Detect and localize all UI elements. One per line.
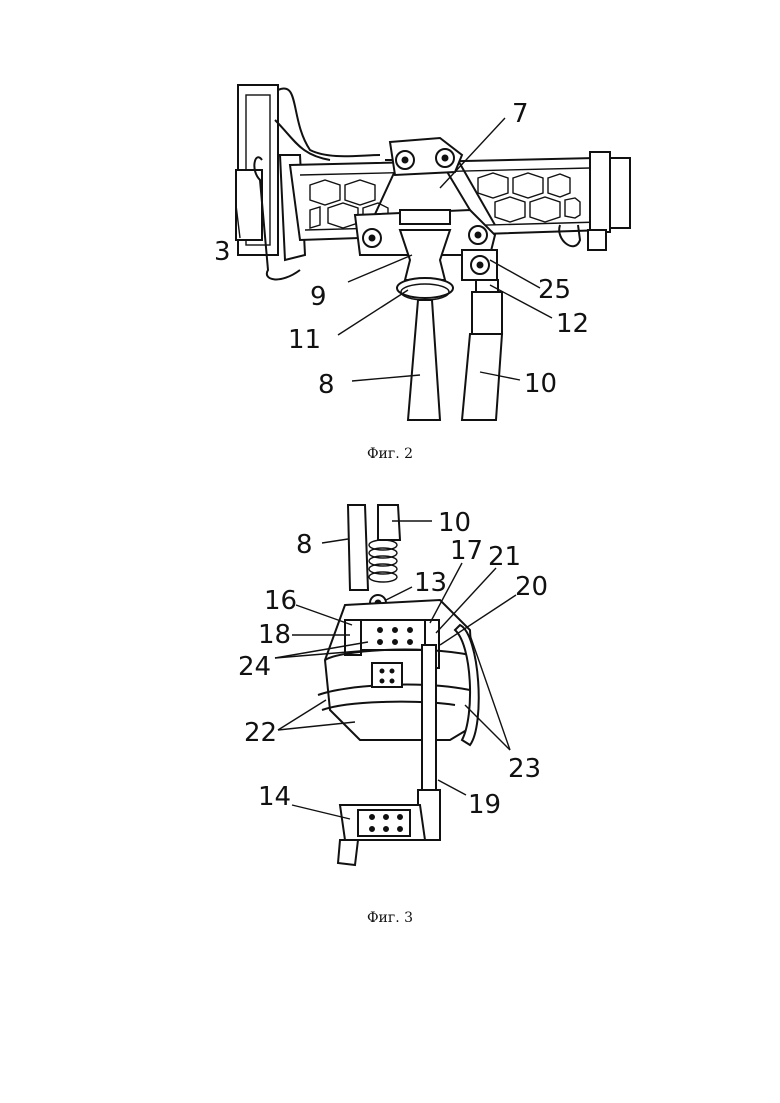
label-9: 9 (310, 282, 327, 312)
label-16: 16 (264, 586, 297, 616)
foot-plate-14 (338, 805, 425, 865)
label-10: 10 (438, 508, 471, 538)
leader-11 (338, 290, 408, 335)
label-18: 18 (258, 620, 291, 650)
figure-3-svg: 8 10 13 16 18 24 22 17 21 20 23 19 14 (0, 495, 780, 895)
leader-19 (438, 780, 466, 795)
leg-tube-10 (369, 505, 400, 582)
label-11: 11 (288, 325, 321, 355)
top-bracket (390, 138, 462, 175)
leader-8 (322, 539, 348, 543)
leg-tube-8 (408, 300, 440, 420)
figure-2-caption: Фиг. 2 (0, 446, 780, 462)
label-25: 25 (538, 275, 571, 305)
figure-3-caption: Фиг. 3 (0, 910, 780, 926)
leg-tube-8 (348, 505, 368, 590)
hip-joint (397, 230, 453, 300)
label-19: 19 (468, 790, 501, 820)
label-24: 24 (238, 652, 271, 682)
leader-8 (352, 375, 420, 381)
label-10: 10 (524, 369, 557, 399)
label-13: 13 (414, 568, 447, 598)
label-8: 8 (318, 370, 335, 400)
figure-2-drawing: 3 7 9 11 8 10 25 12 (0, 60, 780, 440)
label-8: 8 (296, 530, 313, 560)
figure-3-drawing: 8 10 13 16 18 24 22 17 21 20 23 19 14 (0, 495, 780, 895)
label-14: 14 (258, 782, 291, 812)
leader-9 (348, 255, 412, 282)
hinge-block (462, 250, 497, 280)
label-7: 7 (512, 99, 529, 129)
label-12: 12 (556, 309, 589, 339)
label-21: 21 (488, 542, 521, 572)
figure-2-svg: 3 7 9 11 8 10 25 12 (0, 60, 780, 440)
label-20: 20 (515, 572, 548, 602)
leg-tube-10 (462, 280, 502, 420)
label-23: 23 (508, 754, 541, 784)
label-22: 22 (244, 718, 277, 748)
label-17: 17 (450, 536, 483, 566)
leader-13 (386, 587, 412, 600)
label-3: 3 (214, 237, 231, 267)
